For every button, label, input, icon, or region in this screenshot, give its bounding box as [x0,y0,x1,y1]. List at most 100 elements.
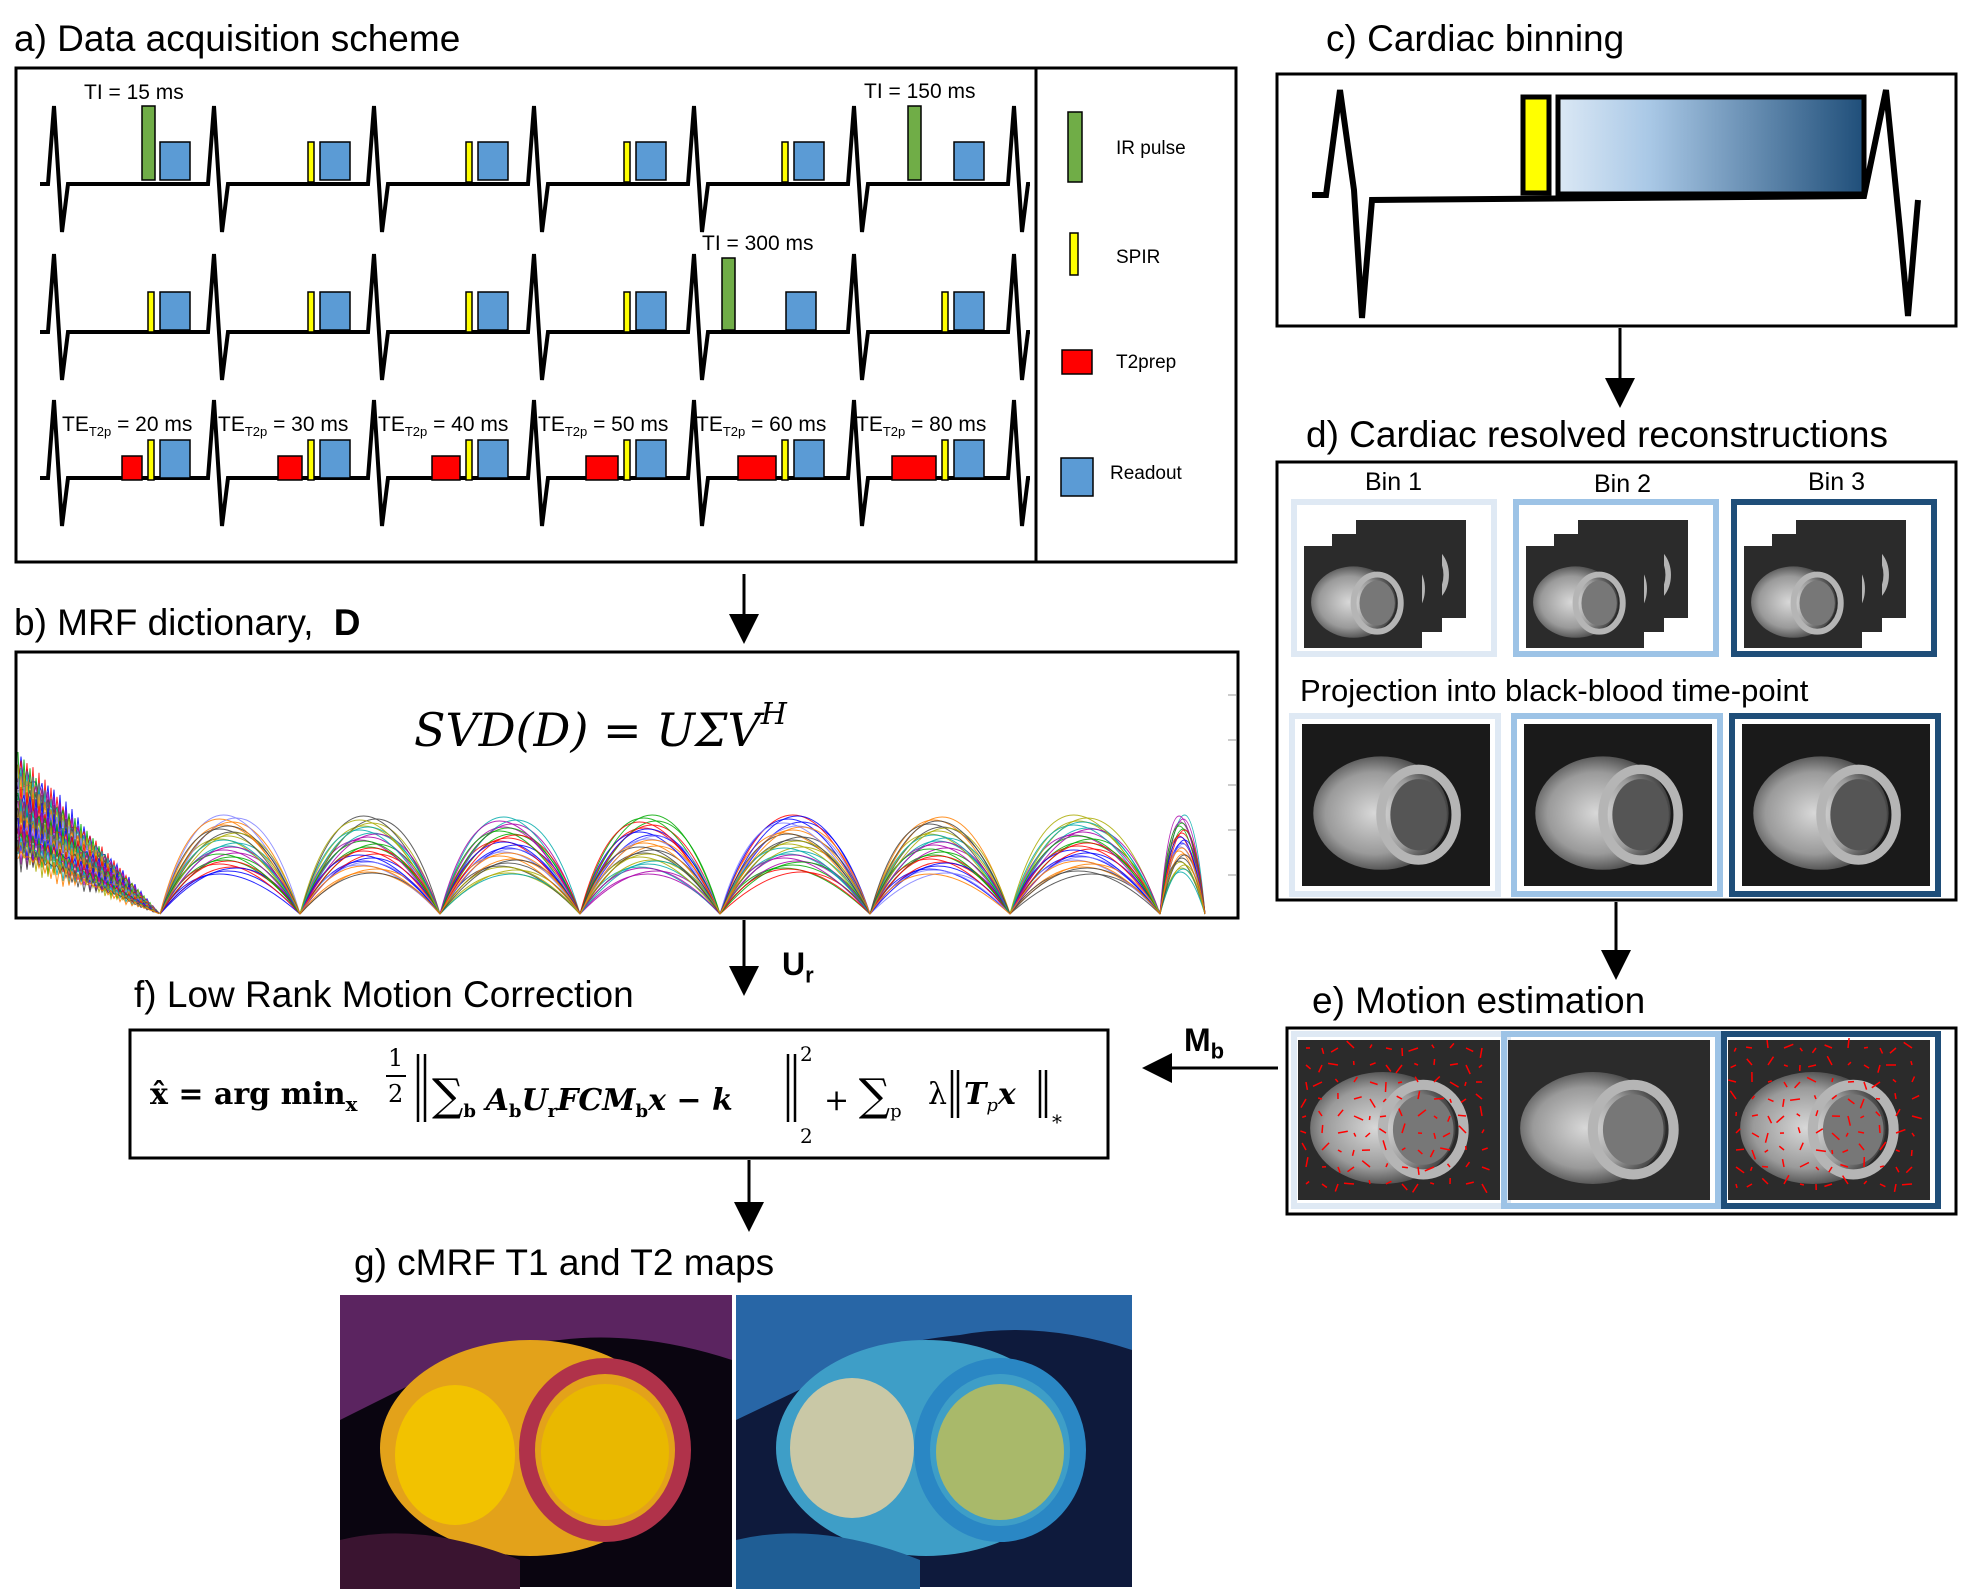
bin-3-frame [1731,499,1937,657]
eq-nuclear-star: * [1052,1110,1062,1134]
cardiac-ecg-trace [1312,89,1921,319]
panel-a-title: a) Data acquisition scheme [14,18,461,59]
motion-vector [1465,1181,1474,1185]
motion-vector [1911,1094,1920,1100]
ecg-row-1 [40,105,1030,233]
motion-vector [1859,1098,1865,1109]
t2prep-r3-5 [737,455,777,481]
motion-vector [1895,1149,1900,1153]
spir-r1-1 [307,141,315,183]
panel-e [1285,1026,1958,1216]
motion-vector [1300,1130,1307,1134]
mb-label-sub: b [1210,1038,1225,1064]
panel-c-frame [1275,72,1958,328]
te-label-prefix: TE [856,413,883,436]
motion-vector [1433,1058,1436,1066]
projection-2-image [1524,724,1712,886]
motion-vector [1424,1166,1435,1172]
motion-vector [1481,1129,1485,1134]
motion-vector [1735,1166,1745,1174]
t2-map [736,1295,1132,1589]
motion-vector [1831,1132,1840,1141]
motion-vector [1401,1147,1406,1151]
motion-vector [1447,1115,1451,1122]
panel-g-title: g) cMRF T1 and T2 maps [354,1242,775,1283]
motion-vector [1797,1127,1801,1134]
mb-label: Mb [1184,1024,1224,1062]
te-label-sub: T2p [88,424,112,440]
motion-vector [1815,1110,1819,1117]
eq-lhs-text: x̂ = arg min [150,1077,346,1112]
motion-vector [1318,1064,1323,1073]
motion-vector [1879,1183,1886,1188]
motion-vector [1378,1127,1387,1134]
motion-vector [1321,1047,1325,1054]
motion-vector [1815,1128,1824,1134]
motion-vector [1847,1038,1850,1049]
motion-vector [1337,1109,1344,1117]
motion-vector [1751,1114,1759,1117]
projection-3-image-cavity [1830,779,1887,851]
cardiac-spir-marker [1520,94,1552,196]
te-label-prefix: TE [378,413,405,436]
spir-r3-4 [623,439,631,481]
motion-vector [1889,1047,1897,1054]
motion-vector [1860,1115,1865,1119]
motion-vector [1449,1042,1455,1049]
ecg-row-2 [40,253,1030,381]
panel-a-frame [14,66,1238,564]
legend-readout-label: Readout [1110,463,1182,484]
motion-2-image [1508,1040,1710,1200]
projection-3-image-myocardium [1816,764,1901,865]
dictionary-curve-26 [17,818,1206,915]
motion-vector [1449,1062,1459,1066]
motion-vector [1767,1056,1775,1066]
te-label-prefix: TE [696,413,723,436]
motion-vector [1841,1175,1849,1185]
readout-r3-2 [319,439,351,479]
te-label-value: = 40 ms [427,413,509,436]
ti-label-150: TI = 150 ms [864,80,976,103]
ecg-row-3 [40,399,1030,527]
motion-vector [1433,1097,1445,1100]
projection-images [1289,713,1941,897]
motion-vector [1894,1092,1897,1100]
spir-r3-3 [465,439,473,481]
motion-vector [1782,1098,1785,1108]
projection-2-image-cavity [1612,779,1669,851]
ir-pulse-r1-6 [907,105,922,181]
motion-vector [1893,1183,1897,1193]
motion-vector [1729,1090,1737,1100]
te-label-prefix: TE [218,413,245,436]
motion-vector [1361,1160,1371,1168]
readout-r2-4 [635,291,667,331]
motion-vector [1796,1113,1801,1117]
dictionary-curve-21 [17,814,1206,915]
motion-vector [1385,1047,1393,1051]
motion-vector [1790,1098,1801,1101]
motion-vector [1417,1149,1423,1155]
motion-vector [1863,1081,1868,1090]
motion-vector [1728,1079,1737,1083]
motion-vector [1911,1132,1915,1137]
panel-f [128,1028,1110,1160]
motion-vector [1384,1081,1387,1093]
motion-vector [1831,1149,1834,1155]
motion-vector [1382,1140,1387,1151]
bin-stacks [1291,499,1937,657]
motion-vector [1879,1047,1884,1054]
spir-r3-1 [147,439,155,481]
projection-1-image-cavity [1390,779,1447,851]
panel-b-title-d: D [333,602,361,643]
eq-sum-body: ∑b AbUrFCMbx − k [432,1070,733,1122]
motion-vector [1460,1098,1467,1104]
projection-2-image-myocardium [1598,764,1683,865]
readout-r2-5 [785,291,817,331]
motion-vector [1767,1080,1773,1083]
legend-t2prep-label: T2prep [1116,352,1177,373]
motion-vector [1312,1081,1323,1087]
ur-label: Ur [782,948,814,986]
legend-t2prep-icon [1061,349,1093,375]
te-label-value: = 60 ms [745,413,827,436]
eq-lambda: λ [928,1077,948,1112]
